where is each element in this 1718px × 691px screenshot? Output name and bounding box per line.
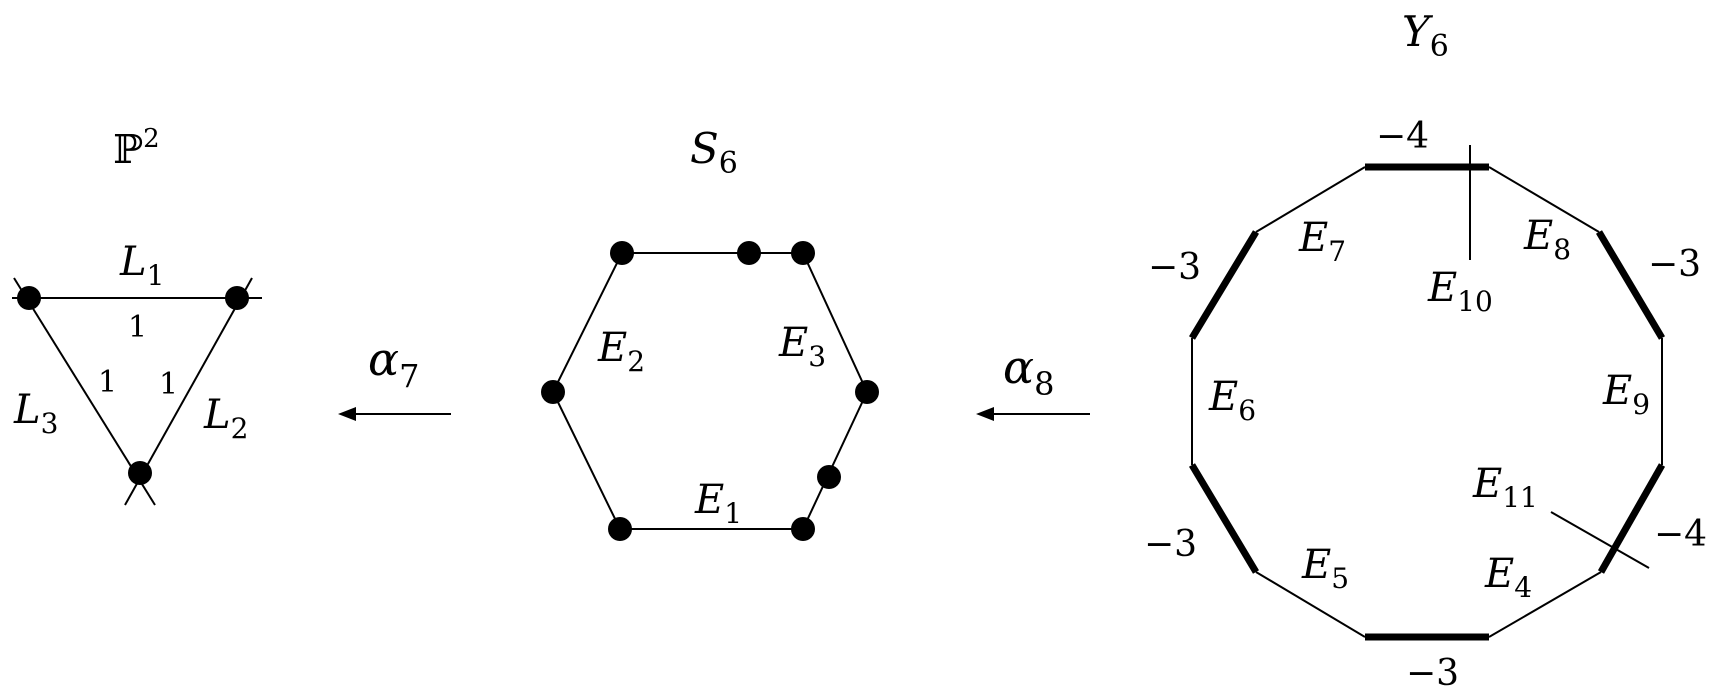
curve-e11 [1550,511,1650,569]
point [608,517,632,541]
label-l3: L3 [13,387,58,440]
point [791,517,815,541]
thick-edge-upper-left [1189,230,1259,340]
self-intersection-upper-right: −3 [1648,244,1701,285]
edge-e7 [1255,166,1366,233]
p2-title: ℙ2 [113,124,160,173]
thick-edge-upper-right [1595,230,1666,340]
arrow-alpha8: α8 [976,340,1090,421]
label-e5: E5 [1301,542,1349,595]
point [541,380,565,404]
point [128,461,152,485]
point [855,380,879,404]
label-alpha8: α8 [1003,340,1054,403]
label-e9: E9 [1602,368,1650,421]
label-e11: E11 [1472,461,1538,514]
multiplicity-left: 1 [98,365,117,400]
s6-title: S6 [690,124,738,181]
label-e4: E4 [1484,551,1532,604]
edge-e8 [1488,166,1600,233]
arrowhead [338,407,356,421]
label-l1: L1 [119,239,164,292]
label-e7: E7 [1298,215,1346,268]
thick-edge-lower-right [1597,463,1666,574]
label-e1: E1 [694,477,742,530]
self-intersection-upper-left: −3 [1148,247,1201,288]
thick-edge-lower-left [1188,463,1260,574]
arrowhead [976,407,994,421]
point [225,286,249,310]
self-intersection-lower-left: −3 [1144,524,1197,565]
multiplicity-right: 1 [159,367,178,402]
label-e10: E10 [1427,265,1493,318]
edge-e4 [1488,571,1602,638]
self-intersection-top: −4 [1376,116,1429,157]
label-e6: E6 [1208,374,1256,427]
point [791,241,815,265]
p2-configuration: ℙ2 L1 L2 L3 1 1 1 [12,124,262,506]
y6-title: Y6 [1402,7,1449,64]
self-intersection-bottom: −3 [1406,653,1459,691]
label-e3: E3 [778,320,826,373]
label-l2: L2 [203,392,248,445]
self-intersection-lower-right: −4 [1654,514,1707,555]
label-alpha7: α7 [368,332,419,395]
edge-e5 [1255,571,1366,638]
label-e8: E8 [1523,213,1571,266]
multiplicity-top: 1 [128,310,147,345]
point [610,241,634,265]
label-e2: E2 [597,325,645,378]
y6-configuration: Y6 E7 E8 E10 E9 E6 E11 E5 E4 −4 −3 −3 −3… [1144,7,1707,691]
point [17,286,41,310]
point [817,465,841,489]
s6-configuration: S6 E1 E2 E3 [541,124,879,541]
point [737,241,761,265]
arrow-alpha7: α7 [338,332,451,421]
